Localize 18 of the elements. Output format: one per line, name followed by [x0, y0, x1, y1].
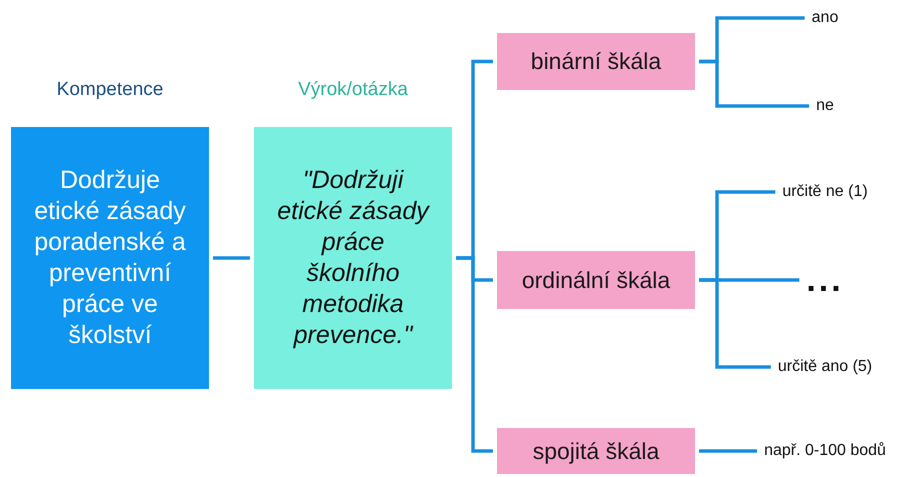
scale-box: spojitá škála — [497, 428, 695, 474]
connector-line — [213, 256, 250, 260]
scale-value: ano — [810, 8, 838, 28]
scale-value: ne — [815, 96, 834, 116]
connector-line — [699, 278, 771, 369]
scale-value: např. 0-100 bodů — [763, 441, 886, 461]
connector-line — [699, 449, 758, 453]
competence-box: Dodržuje etické zásady poradenské a preventivní práce ve školství — [11, 127, 209, 389]
statement-box: "Dodržuji etické zásady práce školního metodika prevence." — [254, 127, 452, 389]
scale-box: binární škála — [497, 33, 695, 90]
scale-value: určitě ne (1) — [781, 182, 868, 202]
connector-line — [699, 60, 810, 108]
column-heading: Výrok/otázka — [297, 79, 409, 101]
column-heading: Kompetence — [56, 79, 164, 101]
scale-value: určitě ano (5) — [776, 357, 872, 377]
ellipsis: ... — [805, 262, 844, 298]
scale-box: ordinální škála — [497, 251, 695, 309]
connector-line — [456, 256, 493, 453]
